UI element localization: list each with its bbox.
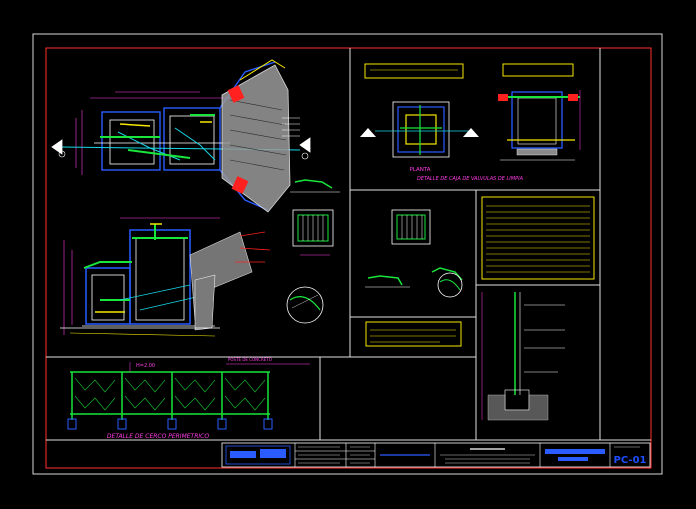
fence-post-detail: [481, 292, 565, 421]
notes-table: [481, 196, 595, 280]
drawing-code: PC-01: [614, 455, 647, 466]
plan-view: [51, 59, 311, 213]
fence-note: POSTE DE CONCRETO: [228, 357, 272, 362]
grating-detail-2: [365, 209, 463, 298]
title-block: [221, 442, 651, 468]
inner-red-frame: [45, 47, 652, 469]
valve-box-detail: [360, 63, 581, 161]
notes-box-small: [365, 321, 462, 347]
valve-box-plan-label: PLANTA: [409, 167, 430, 173]
section-view: [60, 217, 271, 337]
grating-detail: [286, 179, 340, 324]
fence-elevation: [67, 362, 310, 430]
panel-dividers: [46, 48, 651, 441]
fence-height-label: H=2.00: [136, 363, 155, 369]
valve-box-detail-title: DETALLE DE CAJA DE VALVULAS DE LIMPIA: [417, 176, 524, 182]
fence-detail-title: DETALLE DE CERCO PERIMETRICO: [107, 433, 209, 440]
outer-white-border: [32, 33, 663, 475]
